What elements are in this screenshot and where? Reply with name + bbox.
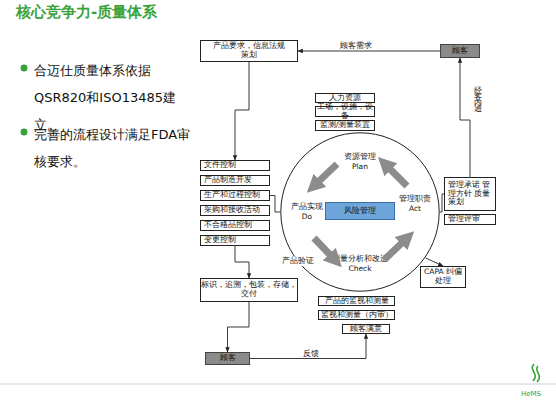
- cycle-arrow: [314, 238, 333, 258]
- logo-swirl: [532, 364, 539, 382]
- bullet-text: 合迈仕质量体系依据 QSR820和ISO13485建立。: [34, 57, 199, 138]
- flow-connector: [228, 302, 250, 352]
- box-text: 文件控制: [204, 161, 236, 170]
- process-box: 管理评审: [444, 214, 496, 225]
- box-text: CAPA 纠偏处理: [421, 268, 465, 285]
- process-box: 变更控制: [200, 235, 270, 246]
- edge-label: 产品验证: [282, 256, 314, 266]
- box-text: 顾客满意: [350, 325, 382, 334]
- cycle-arrow: [384, 240, 405, 260]
- process-box: 风险管理: [325, 202, 395, 220]
- slide-title: 核心竞争力-质量体系: [16, 3, 157, 22]
- process-box: 顾客满意: [342, 324, 390, 334]
- box-text: 产品要求，信息法规策划: [213, 42, 285, 59]
- box-text: 标识，追溯，包装，存储，交付: [201, 281, 297, 298]
- box-text: 产品的监视和测量: [325, 297, 389, 306]
- quadrant-label: 产品实现 Do: [288, 202, 326, 222]
- flow-connector: [270, 196, 280, 213]
- box-text: 变更控制: [204, 236, 236, 245]
- process-box: 采购和接收活动: [200, 205, 270, 216]
- bullet-text: 完善的流程设计满足FDA审 核要求。: [34, 121, 199, 175]
- bullet-dot: [21, 65, 28, 72]
- flow-connector: [235, 246, 249, 278]
- quadrant-label: 测量分析和改进 Check: [328, 254, 392, 274]
- process-box: 标识，追溯，包装，存储，交付: [200, 278, 298, 302]
- quadrant-label: 管理职责 Act: [396, 194, 434, 214]
- process-box: 产品的监视和测量: [318, 296, 395, 306]
- box-text: 监测/测量装置: [320, 121, 371, 130]
- box-text: 不合格品控制: [204, 221, 252, 230]
- flow-connector: [235, 62, 249, 160]
- edge-label: 顾客需求: [340, 41, 372, 51]
- footer-rule: [0, 384, 556, 385]
- cycle-arrow: [387, 166, 407, 186]
- customer-box: 顾客: [205, 352, 250, 365]
- box-text: 产品制造开发: [204, 176, 252, 185]
- box-text: 监视和测量（内审）: [321, 311, 393, 320]
- pdca-circle: 资源管理 Plan 产品实现 Do 管理职责 Act 测量分析和改进 Check 风险管…: [280, 132, 440, 292]
- process-box: 生产和过程控制: [200, 190, 270, 201]
- process-box: 产品要求，信息法规策划: [200, 40, 298, 62]
- process-box: 监视和测量（内审）: [318, 310, 395, 320]
- edge-label: 经客内通: [472, 80, 482, 104]
- box-text: 顾客: [220, 354, 236, 363]
- flow-connector: [460, 58, 470, 177]
- cycle-arrow: [316, 164, 337, 184]
- process-box: 工场，设施，设备: [315, 106, 375, 117]
- box-text: 顾客: [452, 47, 468, 56]
- box-text: 工场，设施，设备: [316, 103, 374, 120]
- box-text: 管理评审: [448, 215, 480, 224]
- circle-shape: [281, 133, 439, 291]
- customer-box: 顾客: [440, 44, 480, 58]
- flow-connector: [298, 51, 440, 52]
- flow-connector: [440, 194, 444, 212]
- box-text: 人力资源: [329, 94, 361, 103]
- bullet-dot: [21, 129, 28, 136]
- box-text: 采购和接收活动: [204, 206, 260, 215]
- edge-label: 反馈: [303, 349, 319, 359]
- flow-connector: [250, 334, 366, 359]
- flow-connector: [426, 258, 443, 266]
- logo-text: HeMS: [521, 390, 556, 399]
- box-text: 生产和过程控制: [204, 191, 260, 200]
- process-box: 文件控制: [200, 160, 270, 171]
- process-box: CAPA 纠偏处理: [420, 266, 466, 288]
- box-text: 风险管理: [344, 206, 376, 215]
- process-box: 管理承诺 管理方针 质量策划: [444, 177, 496, 211]
- quadrant-label: 资源管理 Plan: [338, 152, 382, 172]
- process-box: 人力资源: [315, 93, 375, 103]
- process-box: 产品制造开发: [200, 175, 270, 186]
- process-box: 监测/测量装置: [315, 120, 375, 131]
- process-box: 不合格品控制: [200, 220, 270, 231]
- box-text: 管理承诺 管理方针 质量策划: [448, 181, 495, 207]
